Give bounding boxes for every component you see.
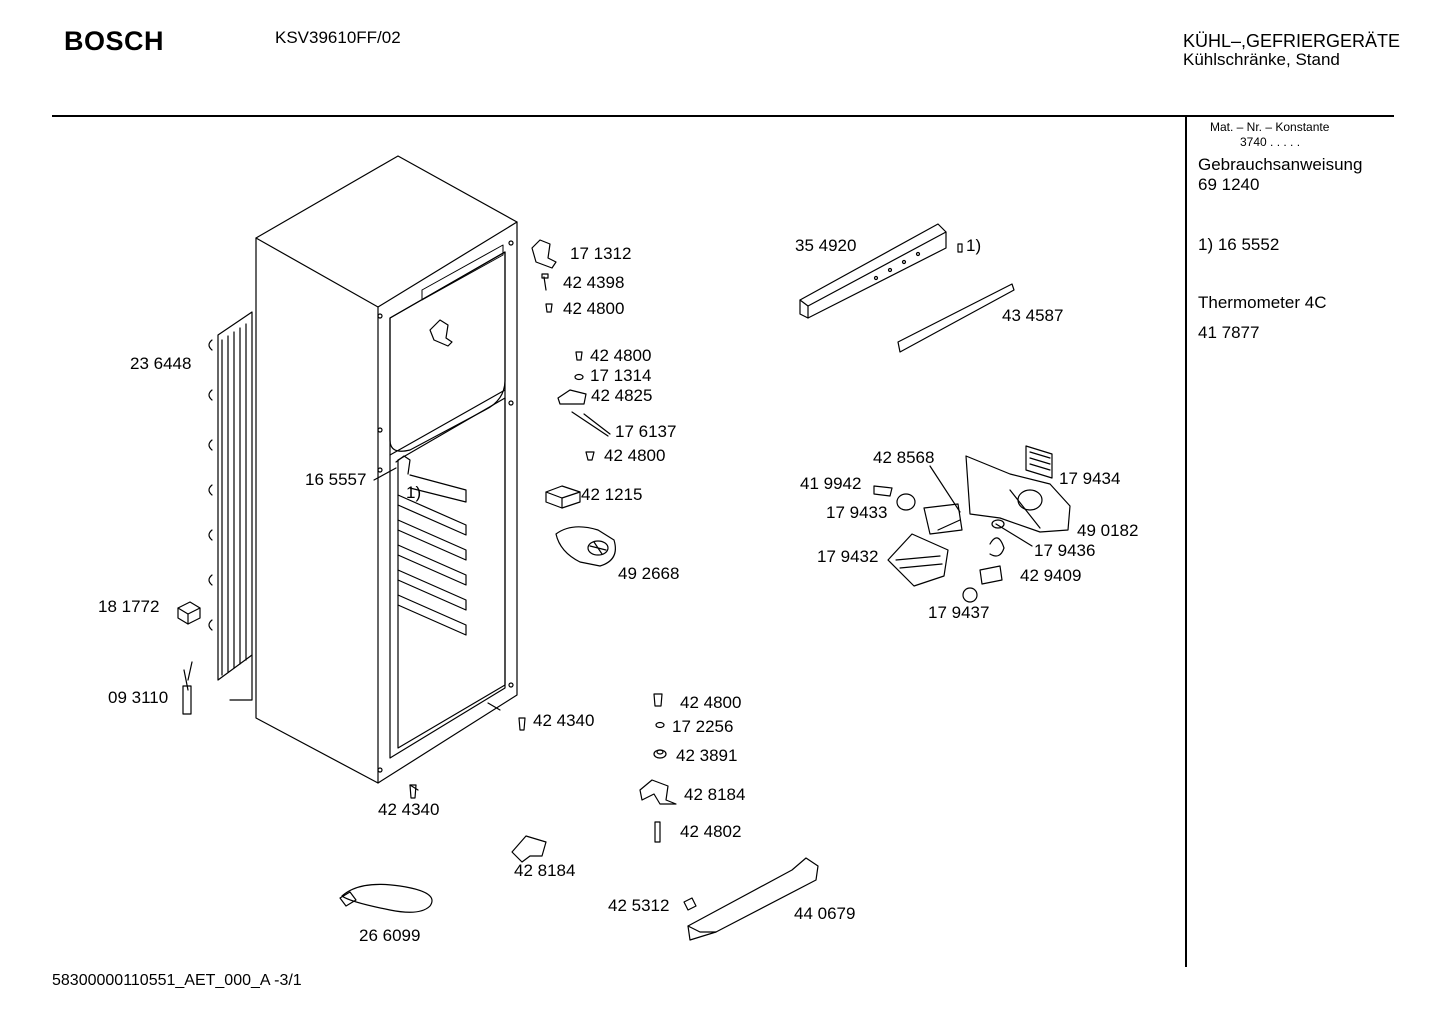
part-number: 42 4800 — [680, 693, 742, 712]
thermometer-label: Thermometer 4C — [1198, 293, 1327, 312]
part-number: 42 4800 — [604, 446, 666, 465]
mat-nr-label: Mat. – Nr. – Konstante — [1210, 120, 1330, 134]
brand-logo: BOSCH — [64, 26, 165, 56]
part-number: 42 1215 — [581, 485, 643, 504]
part-number: 43 4587 — [1002, 306, 1064, 325]
document-id: 58300000110551_AET_000_A -3/1 — [52, 972, 302, 989]
manual-label: Gebrauchsanweisung — [1198, 155, 1363, 174]
part-number: 44 0679 — [794, 904, 856, 923]
part-number: 42 4398 — [563, 273, 625, 292]
category-subtitle: Kühlschränke, Stand — [1183, 50, 1340, 69]
footnote-marker: 1) — [966, 236, 982, 255]
thermometer-number: 41 7877 — [1198, 323, 1260, 342]
part-number: 42 4800 — [590, 346, 652, 365]
part-number: 35 4920 — [795, 236, 857, 255]
part-number: 42 4800 — [563, 299, 625, 318]
category-title: KÜHL–,GEFRIERGERÄTE — [1183, 31, 1401, 51]
header-divider — [52, 115, 1394, 117]
part-number: 49 0182 — [1077, 521, 1139, 540]
sidebar-divider — [1185, 116, 1187, 967]
part-number: 17 9433 — [826, 503, 888, 522]
evaporator-plates — [397, 474, 467, 636]
mat-nr-value: 3740 . . . . . — [1240, 135, 1301, 149]
part-number: 42 4825 — [591, 386, 653, 405]
part-number: 42 8568 — [873, 448, 935, 467]
footnote-1: 1) 16 5552 — [1198, 235, 1280, 254]
part-number: 17 9436 — [1034, 541, 1096, 560]
exploded-view-drawing — [177, 155, 1071, 941]
model-number: KSV39610FF/02 — [275, 28, 401, 47]
part-number: 09 3110 — [108, 688, 169, 707]
part-number: 17 1312 — [570, 244, 632, 263]
manual-number: 69 1240 — [1198, 175, 1260, 194]
part-number: 42 9409 — [1020, 566, 1082, 585]
part-number: 17 1314 — [590, 366, 652, 385]
part-number: 17 9434 — [1059, 469, 1121, 488]
control-panel-group — [799, 223, 1071, 603]
part-number: 16 5557 — [305, 470, 367, 489]
part-number: 17 6137 — [615, 422, 677, 441]
part-number: 42 3891 — [676, 746, 738, 765]
part-number: 17 9437 — [928, 603, 990, 622]
footnote-marker: 1) — [406, 483, 422, 502]
condenser — [208, 311, 253, 701]
part-number: 42 8184 — [514, 861, 576, 880]
part-number: 17 2256 — [672, 717, 734, 736]
part-number: 26 6099 — [359, 926, 421, 945]
part-number: 49 2668 — [618, 564, 680, 583]
part-number: 42 4802 — [680, 822, 742, 841]
part-number: 42 8184 — [684, 785, 746, 804]
part-number: 42 4340 — [378, 800, 440, 819]
cabinet-body — [255, 155, 518, 791]
part-number: 23 6448 — [130, 354, 192, 373]
part-number: 42 4340 — [533, 711, 595, 730]
part-number: 17 9432 — [817, 547, 879, 566]
small-parts — [177, 239, 819, 941]
part-number: 18 1772 — [98, 597, 160, 616]
part-number: 42 5312 — [608, 896, 670, 915]
part-number: 41 9942 — [800, 474, 862, 493]
